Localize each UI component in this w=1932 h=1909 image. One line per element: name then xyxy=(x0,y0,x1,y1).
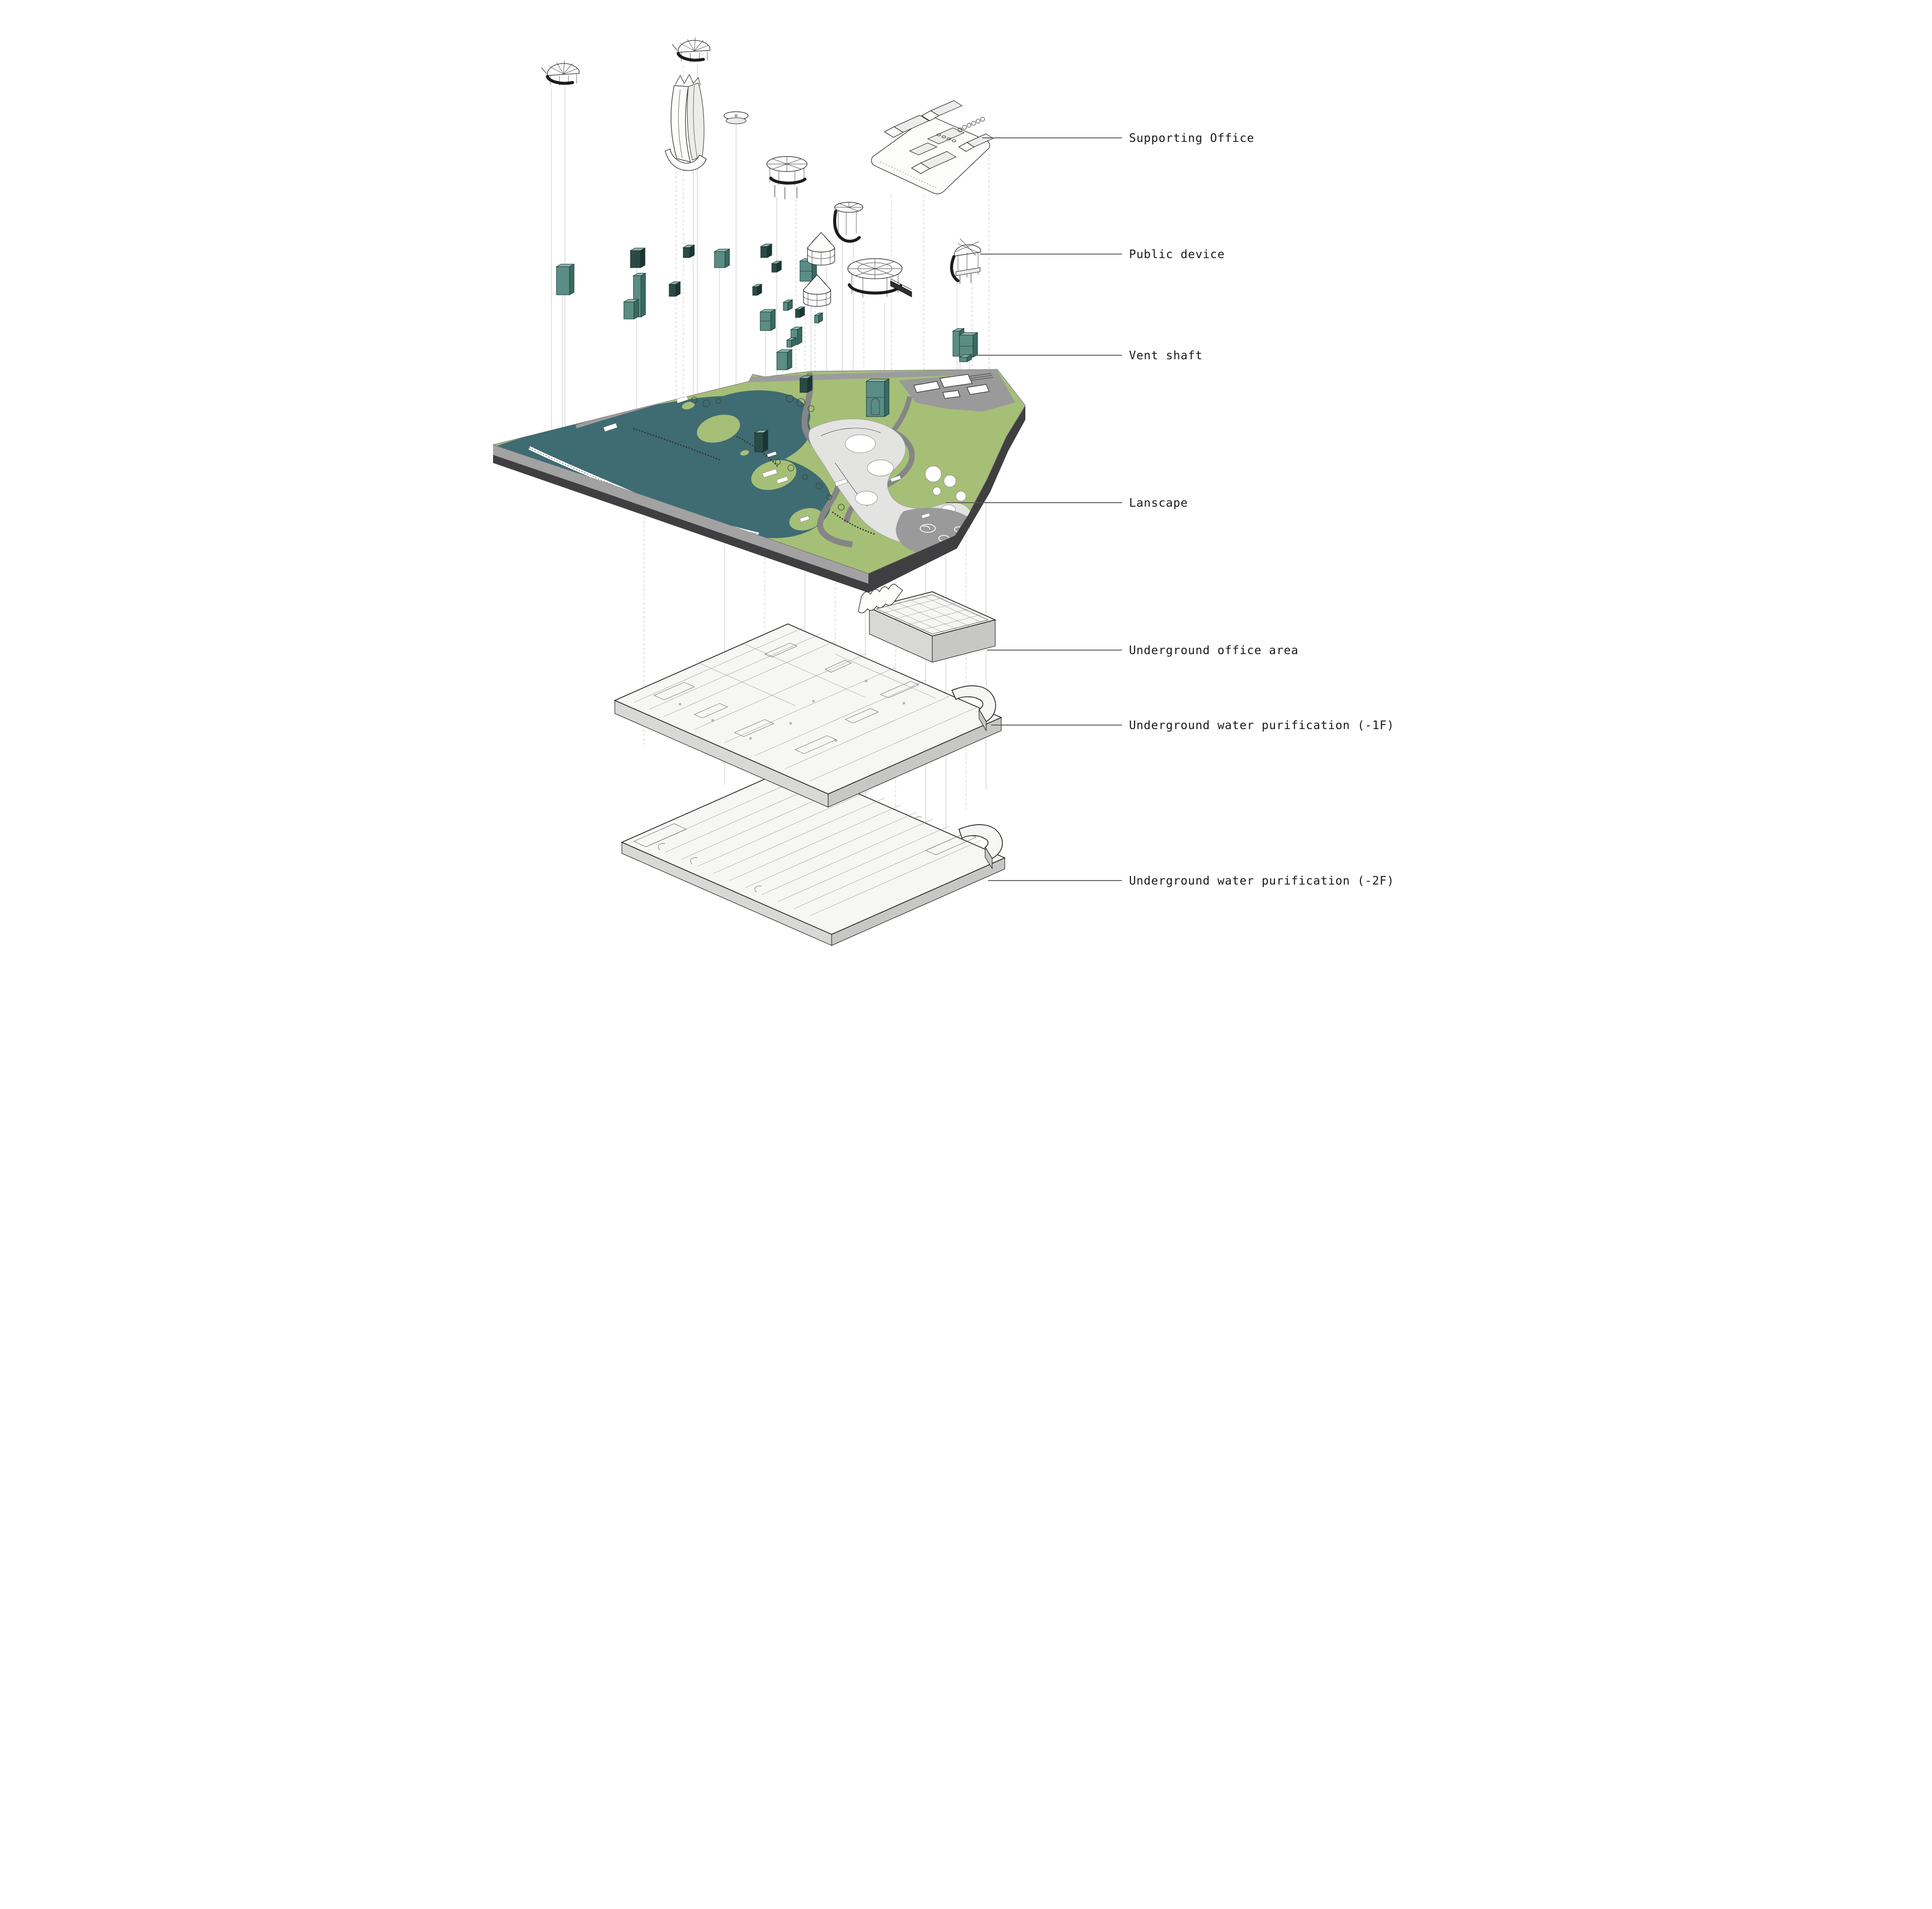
vent-shaft-boxes xyxy=(555,244,979,452)
radial-pavilion-1 xyxy=(766,156,808,199)
label-underground-water-purification-2f: Underground water purification (-2F) xyxy=(1129,874,1394,888)
flower-tower xyxy=(665,73,707,171)
white-pools xyxy=(845,434,967,528)
radial-pavilion-2 xyxy=(847,258,912,298)
fan-pavilion-a xyxy=(541,60,580,86)
vent-shaft-box xyxy=(771,261,782,273)
white-platforms xyxy=(603,395,930,522)
gabled-house xyxy=(883,115,930,138)
underground-water-purification-1f-slab xyxy=(614,623,1002,808)
vent-shaft-box xyxy=(682,245,695,258)
fan-pavilion-b xyxy=(672,37,710,62)
tree-scribbles xyxy=(691,394,845,511)
vent-shaft-box xyxy=(799,375,813,393)
gabled-house xyxy=(921,100,963,121)
label-underground-office-area: Underground office area xyxy=(1129,644,1299,657)
spiral-pavilion xyxy=(833,202,863,243)
vent-shaft-box-l-shape xyxy=(786,327,803,348)
disc-structure xyxy=(723,111,749,124)
silo-tank-2 xyxy=(803,274,831,307)
underground-office-box xyxy=(858,584,997,663)
vent-shaft-box xyxy=(713,249,731,268)
vent-shaft-box-labeled xyxy=(952,328,979,362)
vent-shaft-box-l-shape xyxy=(623,273,647,320)
landscape-layer xyxy=(492,369,1026,593)
label-vent-shaft: Vent shaft xyxy=(1129,349,1202,362)
supporting-office-model xyxy=(871,100,994,194)
gabled-house xyxy=(911,151,957,174)
vent-shaft-box xyxy=(629,248,646,268)
underground-water-purification-2f-slab xyxy=(621,765,1006,946)
label-lanscape: Lanscape xyxy=(1129,497,1188,510)
gabled-house xyxy=(958,133,994,152)
label-supporting-office: Supporting Office xyxy=(1129,132,1254,145)
vent-shaft-box xyxy=(760,244,773,258)
vent-shaft-box xyxy=(754,430,769,452)
vent-shaft-box xyxy=(776,349,793,370)
building-footprints xyxy=(913,374,990,399)
silo-tank-1 xyxy=(807,232,835,266)
exploded-axonometric-diagram: Supporting Office Public device Vent sha… xyxy=(483,0,1449,954)
vent-shaft-box xyxy=(782,299,793,311)
vent-shaft-box xyxy=(794,306,806,318)
vent-shaft-box-large xyxy=(865,378,890,417)
vent-shaft-box xyxy=(752,284,763,296)
vent-shaft-box xyxy=(814,312,824,324)
vent-shaft-box xyxy=(555,264,575,295)
public-device-model xyxy=(950,238,981,284)
label-underground-water-purification-1f: Underground water purification (-1F) xyxy=(1129,719,1394,732)
label-public-device: Public device xyxy=(1129,248,1225,261)
vent-shaft-box xyxy=(668,281,681,297)
vent-shaft-box xyxy=(759,309,776,331)
annotations: Supporting Office Public device Vent sha… xyxy=(946,132,1394,888)
